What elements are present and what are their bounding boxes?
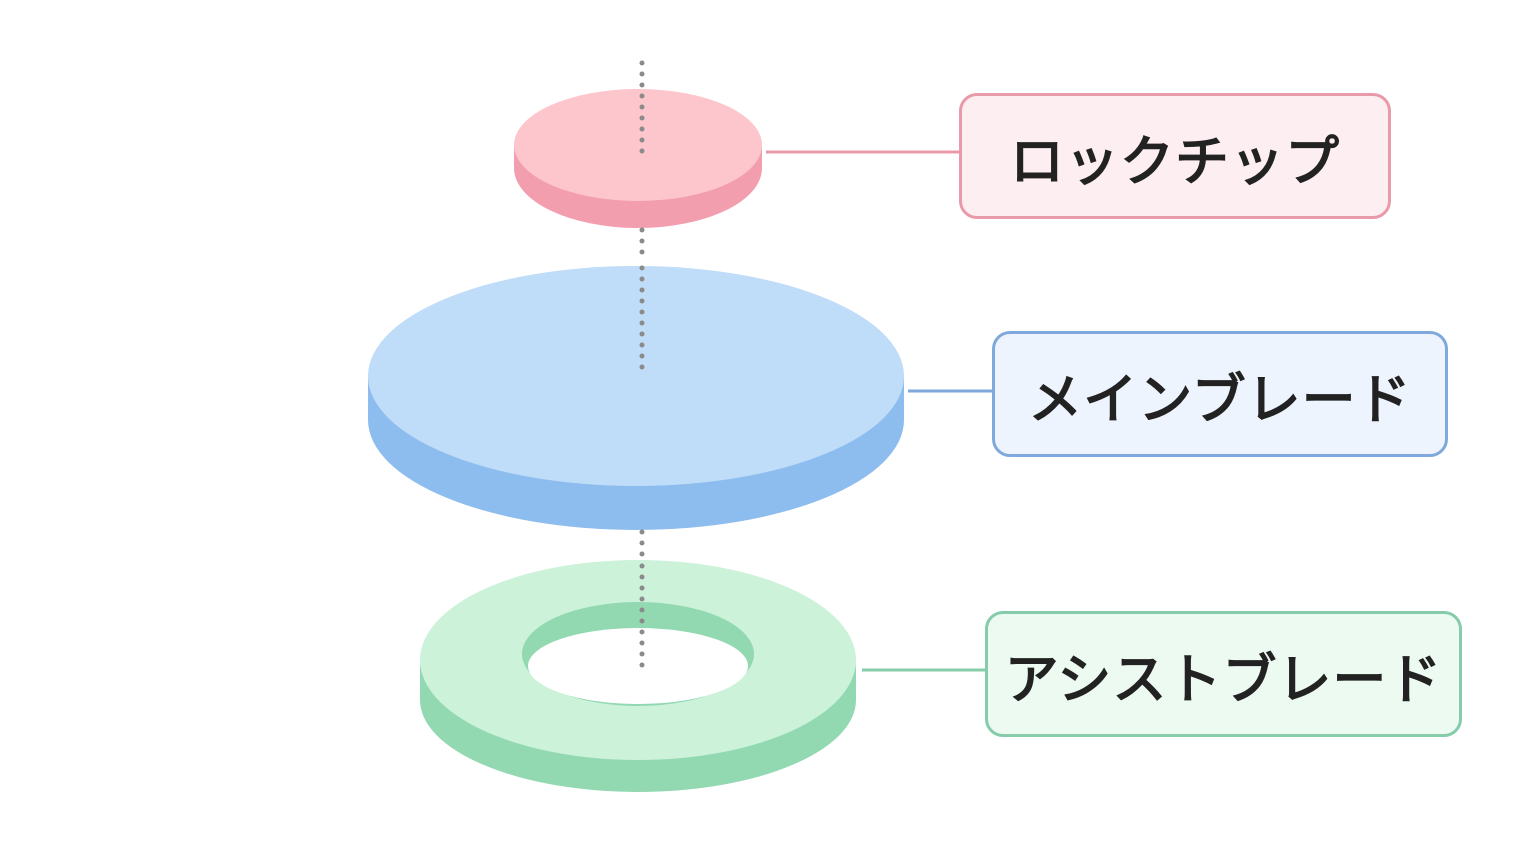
- main-blade-top: [368, 266, 904, 486]
- main-blade-label: メインブレード: [1028, 367, 1412, 431]
- main-blade-label-box: メインブレード: [992, 331, 1448, 457]
- main-blade-part: [368, 266, 992, 530]
- lock-tip-top: [514, 89, 762, 201]
- assist-blade-part: [420, 560, 985, 792]
- assist-blade-side: [420, 660, 856, 792]
- assist-blade-label-box: アシストブレード: [985, 611, 1462, 737]
- lock-tip-part: [514, 89, 959, 228]
- lock-tip-label: ロックチップ: [1010, 129, 1340, 193]
- lock-tip-label-box: ロックチップ: [959, 93, 1391, 219]
- assist-blade-label: アシストブレード: [1004, 647, 1443, 711]
- assist-blade-hole: [528, 628, 748, 704]
